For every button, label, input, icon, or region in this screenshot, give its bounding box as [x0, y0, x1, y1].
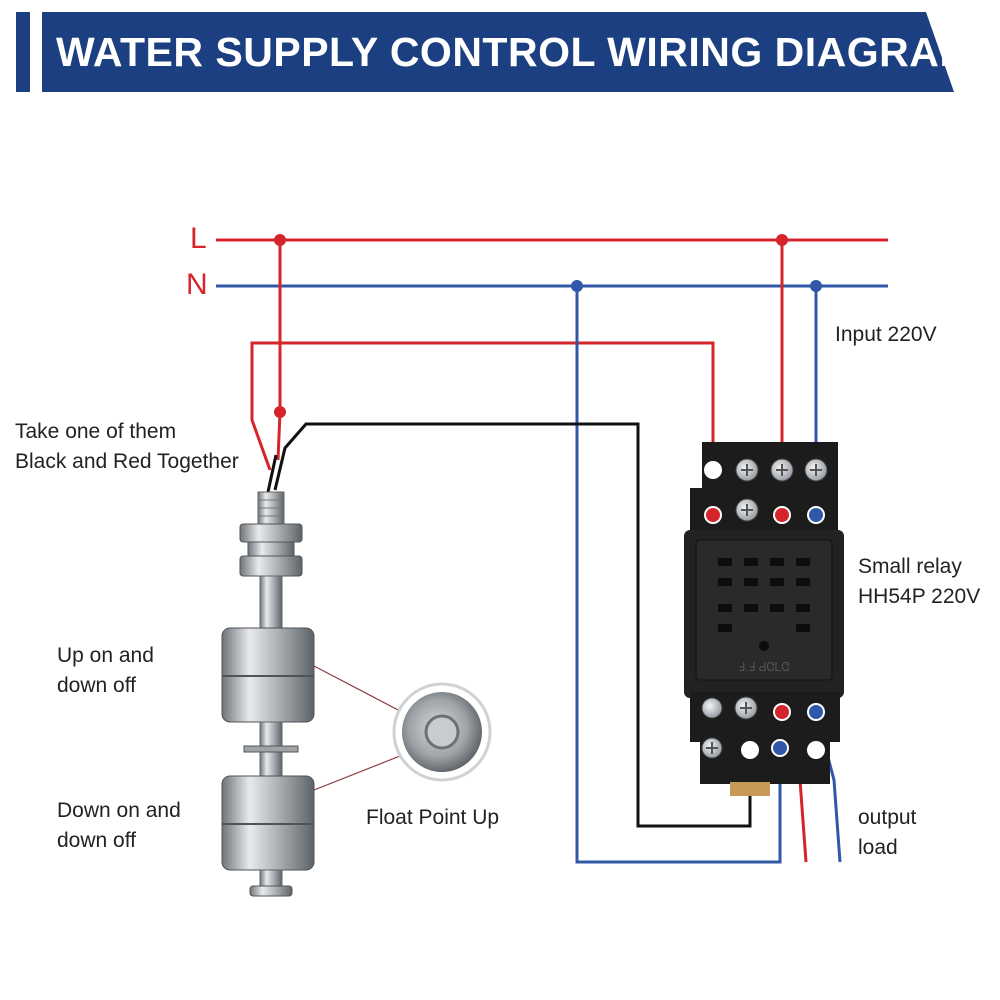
junction-dot [274, 234, 286, 246]
input-voltage-label: Input 220V [835, 320, 937, 350]
lower-float-label: Down on and down off [57, 796, 181, 856]
upper-float-line-2: down off [57, 674, 137, 697]
callout-line [313, 751, 411, 791]
output-line-1: output [858, 806, 917, 829]
upper-float-line-1: Up on and [57, 644, 154, 667]
float-switch [221, 454, 315, 897]
relay-label: Small relay HH54P 220V [858, 552, 980, 612]
live-to-float-wire [276, 240, 282, 461]
relay-screws-bottom [701, 696, 825, 759]
output-load-label: output load [858, 803, 916, 863]
float-point-label: Float Point Up [366, 803, 499, 833]
junction-dot [810, 280, 822, 292]
page-title: WATER SUPPLY CONTROL WIRING DIAGRAM [56, 29, 975, 75]
float-point-disc [392, 682, 492, 782]
relay-marking: Ⅎ.Ⅎ ԀᏣᏞᏣ [738, 660, 790, 674]
lower-float-line-1: Down on and [57, 799, 181, 822]
relay-screws-top [704, 458, 828, 524]
live-line-label: L [190, 222, 207, 255]
junction-dot [776, 234, 788, 246]
output-line-2: load [858, 836, 898, 859]
junction-dot [571, 280, 583, 292]
lower-float-line-2: down off [57, 829, 137, 852]
junction-dot [274, 406, 286, 418]
float-note-label: Take one of them Black and Red Together [15, 417, 239, 477]
relay-label-line-1: Small relay [858, 555, 962, 578]
float-note-line-2: Black and Red Together [15, 450, 239, 473]
title-banner [42, 12, 954, 92]
float-note-line-1: Take one of them [15, 420, 177, 443]
callout-line [313, 665, 403, 713]
input-voltage-text: Input 220V [835, 323, 937, 346]
banner-accent-bar [16, 12, 30, 92]
neutral-line-label: N [186, 268, 208, 301]
upper-float-label: Up on and down off [57, 641, 154, 701]
relay-label-line-2: HH54P 220V [858, 585, 981, 608]
neutral-return-wire [575, 286, 782, 864]
float-to-relay-red-wire [250, 341, 715, 515]
float-point-text: Float Point Up [366, 806, 500, 829]
black-signal-wire [273, 422, 752, 828]
